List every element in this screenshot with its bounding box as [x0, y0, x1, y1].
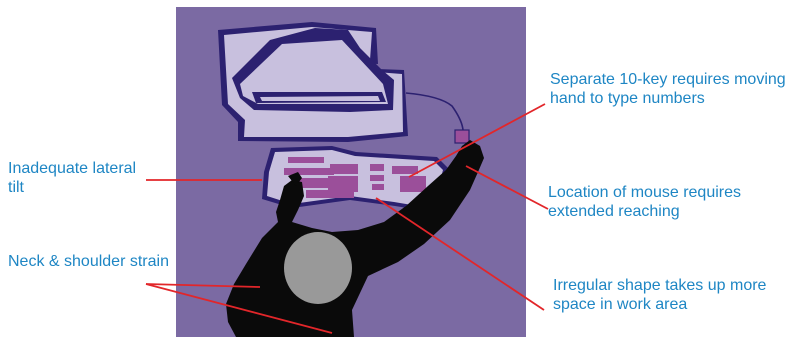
callout-lateral-tilt: Inadequate lateral tilt: [8, 159, 148, 197]
callout-neck-shoulder: Neck & shoulder strain: [8, 252, 178, 271]
callout-ten-key: Separate 10-key requires moving hand to …: [550, 70, 790, 108]
head: [284, 232, 352, 304]
mouse: [455, 130, 469, 143]
callout-mouse-location: Location of mouse requires extended reac…: [548, 183, 794, 221]
callout-irregular-shape: Irregular shape takes up more space in w…: [553, 276, 791, 314]
